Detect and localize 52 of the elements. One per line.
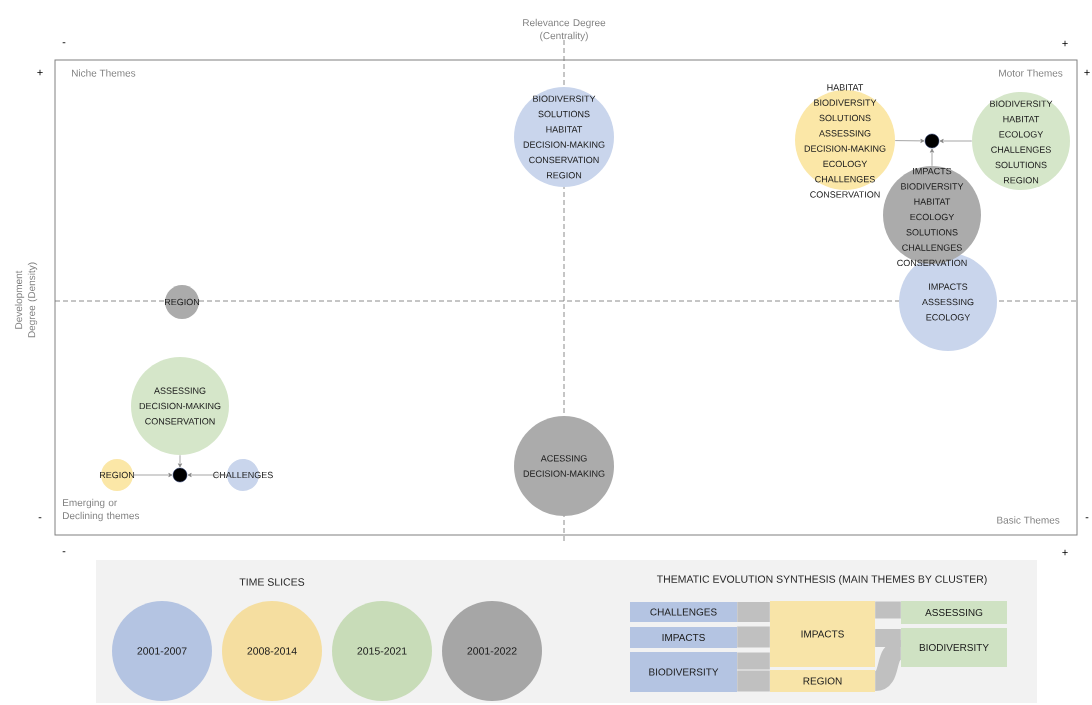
legend-label: 2001-2022 bbox=[467, 647, 517, 655]
node-label: CONSERVATION bbox=[810, 191, 880, 198]
quadrant-label: Basic Themes bbox=[997, 516, 1060, 524]
sign-label: + bbox=[37, 69, 43, 76]
cluster-box: BIODIVERSITY bbox=[901, 628, 1007, 667]
flow-band bbox=[875, 629, 901, 647]
quadrant-label: Niche Themes bbox=[72, 69, 136, 77]
sign-label: + bbox=[1062, 549, 1068, 556]
sign-label: - bbox=[62, 551, 66, 553]
arrow bbox=[132, 473, 173, 477]
flow-band bbox=[737, 602, 770, 622]
theme-bubble: REGION bbox=[165, 285, 200, 319]
junction-dot bbox=[172, 467, 188, 483]
flow-band bbox=[737, 670, 770, 692]
arrow bbox=[178, 454, 182, 468]
arrow bbox=[930, 148, 934, 167]
cluster-box: CHALLENGES bbox=[630, 602, 737, 622]
cluster-box: ASSESSING bbox=[901, 601, 1007, 624]
sign-label: - bbox=[38, 517, 42, 519]
cluster-box: IMPACTS bbox=[630, 627, 737, 648]
theme-bubble: BIODIVERSITY SOLUTIONS HABITAT DECISION-MAKING CONSERVATION REGION bbox=[514, 87, 614, 187]
theme-bubble: ASSESSING DECISION-MAKING CONSERVATION bbox=[131, 357, 229, 455]
legend-label: 2001-2007 bbox=[137, 647, 187, 655]
cluster-box: IMPACTS bbox=[770, 601, 875, 667]
theme-bubble: BIODIVERSITY HABITAT ECOLOGY CHALLENGES SOLUTIONS REGION bbox=[972, 92, 1070, 190]
theme-bubble: REGION bbox=[100, 459, 135, 491]
sign-label: - bbox=[62, 42, 66, 44]
arrow bbox=[894, 138, 925, 143]
flow-band bbox=[737, 626, 770, 648]
flow-band bbox=[875, 601, 901, 619]
cluster-box: REGION bbox=[770, 670, 875, 692]
sign-label: + bbox=[1084, 69, 1090, 76]
theme-bubble: IMPACTS BIODIVERSITY HABITAT ECOLOGY SOLUTIONS CHALLENGES CONSERVATION bbox=[883, 166, 981, 267]
sign-label: + bbox=[1062, 40, 1068, 47]
quadrant-label: Motor Themes bbox=[999, 69, 1063, 77]
arrow bbox=[939, 139, 973, 143]
axis-title: Relevance Degree (Centrality) bbox=[523, 18, 606, 42]
arrow bbox=[187, 473, 228, 477]
panel-title: THEMATIC EVOLUTION SYNTHESIS (MAIN THEMES BY CLUSTER) bbox=[656, 575, 987, 585]
theme-bubble: CHALLENGES bbox=[213, 459, 273, 491]
sign-label: - bbox=[1085, 517, 1089, 519]
legend-label: 2015-2021 bbox=[357, 647, 407, 655]
legend-label: 2008-2014 bbox=[247, 647, 297, 655]
quadrant-label: Emerging or Declining themes bbox=[63, 498, 140, 522]
panel-title: TIME SLICES bbox=[239, 578, 305, 586]
flow-band bbox=[873, 640, 903, 691]
flow-band bbox=[737, 652, 770, 670]
theme-bubble: ACESSING DECISION-MAKING bbox=[514, 416, 614, 516]
junction-dot bbox=[924, 133, 940, 149]
node-label: HABITAT bbox=[827, 84, 864, 91]
cluster-box: BIODIVERSITY bbox=[630, 652, 737, 692]
axis-title: Development Degree (Density) bbox=[14, 262, 38, 338]
